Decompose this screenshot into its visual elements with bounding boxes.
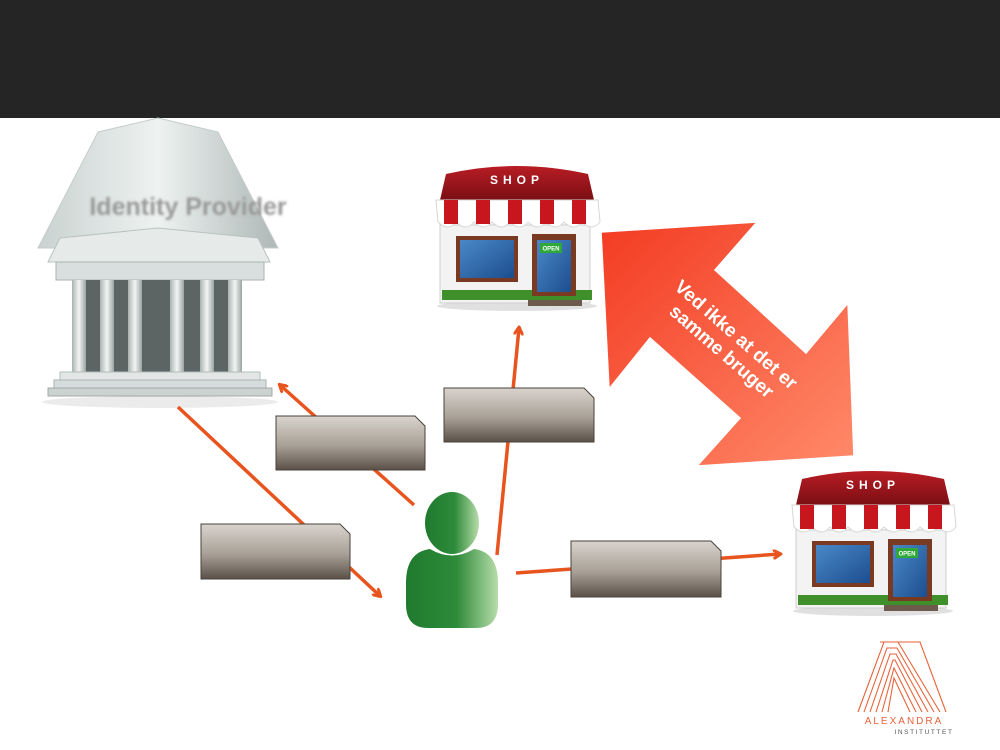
shop-top-sign: SHOP [490, 173, 544, 187]
shop-top-icon: SHOP OPEN [435, 166, 601, 311]
warning-double-arrow: Ved ikke at det er samme bruger [600, 221, 855, 467]
user-icon [406, 492, 498, 628]
shop-right-open-sign: OPEN [898, 552, 915, 558]
shop-right-sign: SHOP [846, 478, 900, 492]
alexandra-logo: ALEXANDRA INSTITUTTET [857, 641, 953, 736]
label-box-lower-left [200, 523, 351, 580]
slide-title-bar [0, 0, 1000, 118]
identity-provider-label: Identity Provider [89, 193, 287, 221]
label-box-upper-left [275, 415, 426, 471]
identity-provider-building-icon [37, 117, 279, 408]
label-box-upper-middle [443, 387, 595, 443]
shop-right-icon: SHOP OPEN [791, 471, 957, 616]
logo-name: ALEXANDRA [865, 716, 944, 727]
shop-top-open-sign: OPEN [542, 247, 559, 253]
label-box-lower-right [570, 540, 722, 598]
logo-subtitle: INSTITUTTET [894, 729, 953, 736]
